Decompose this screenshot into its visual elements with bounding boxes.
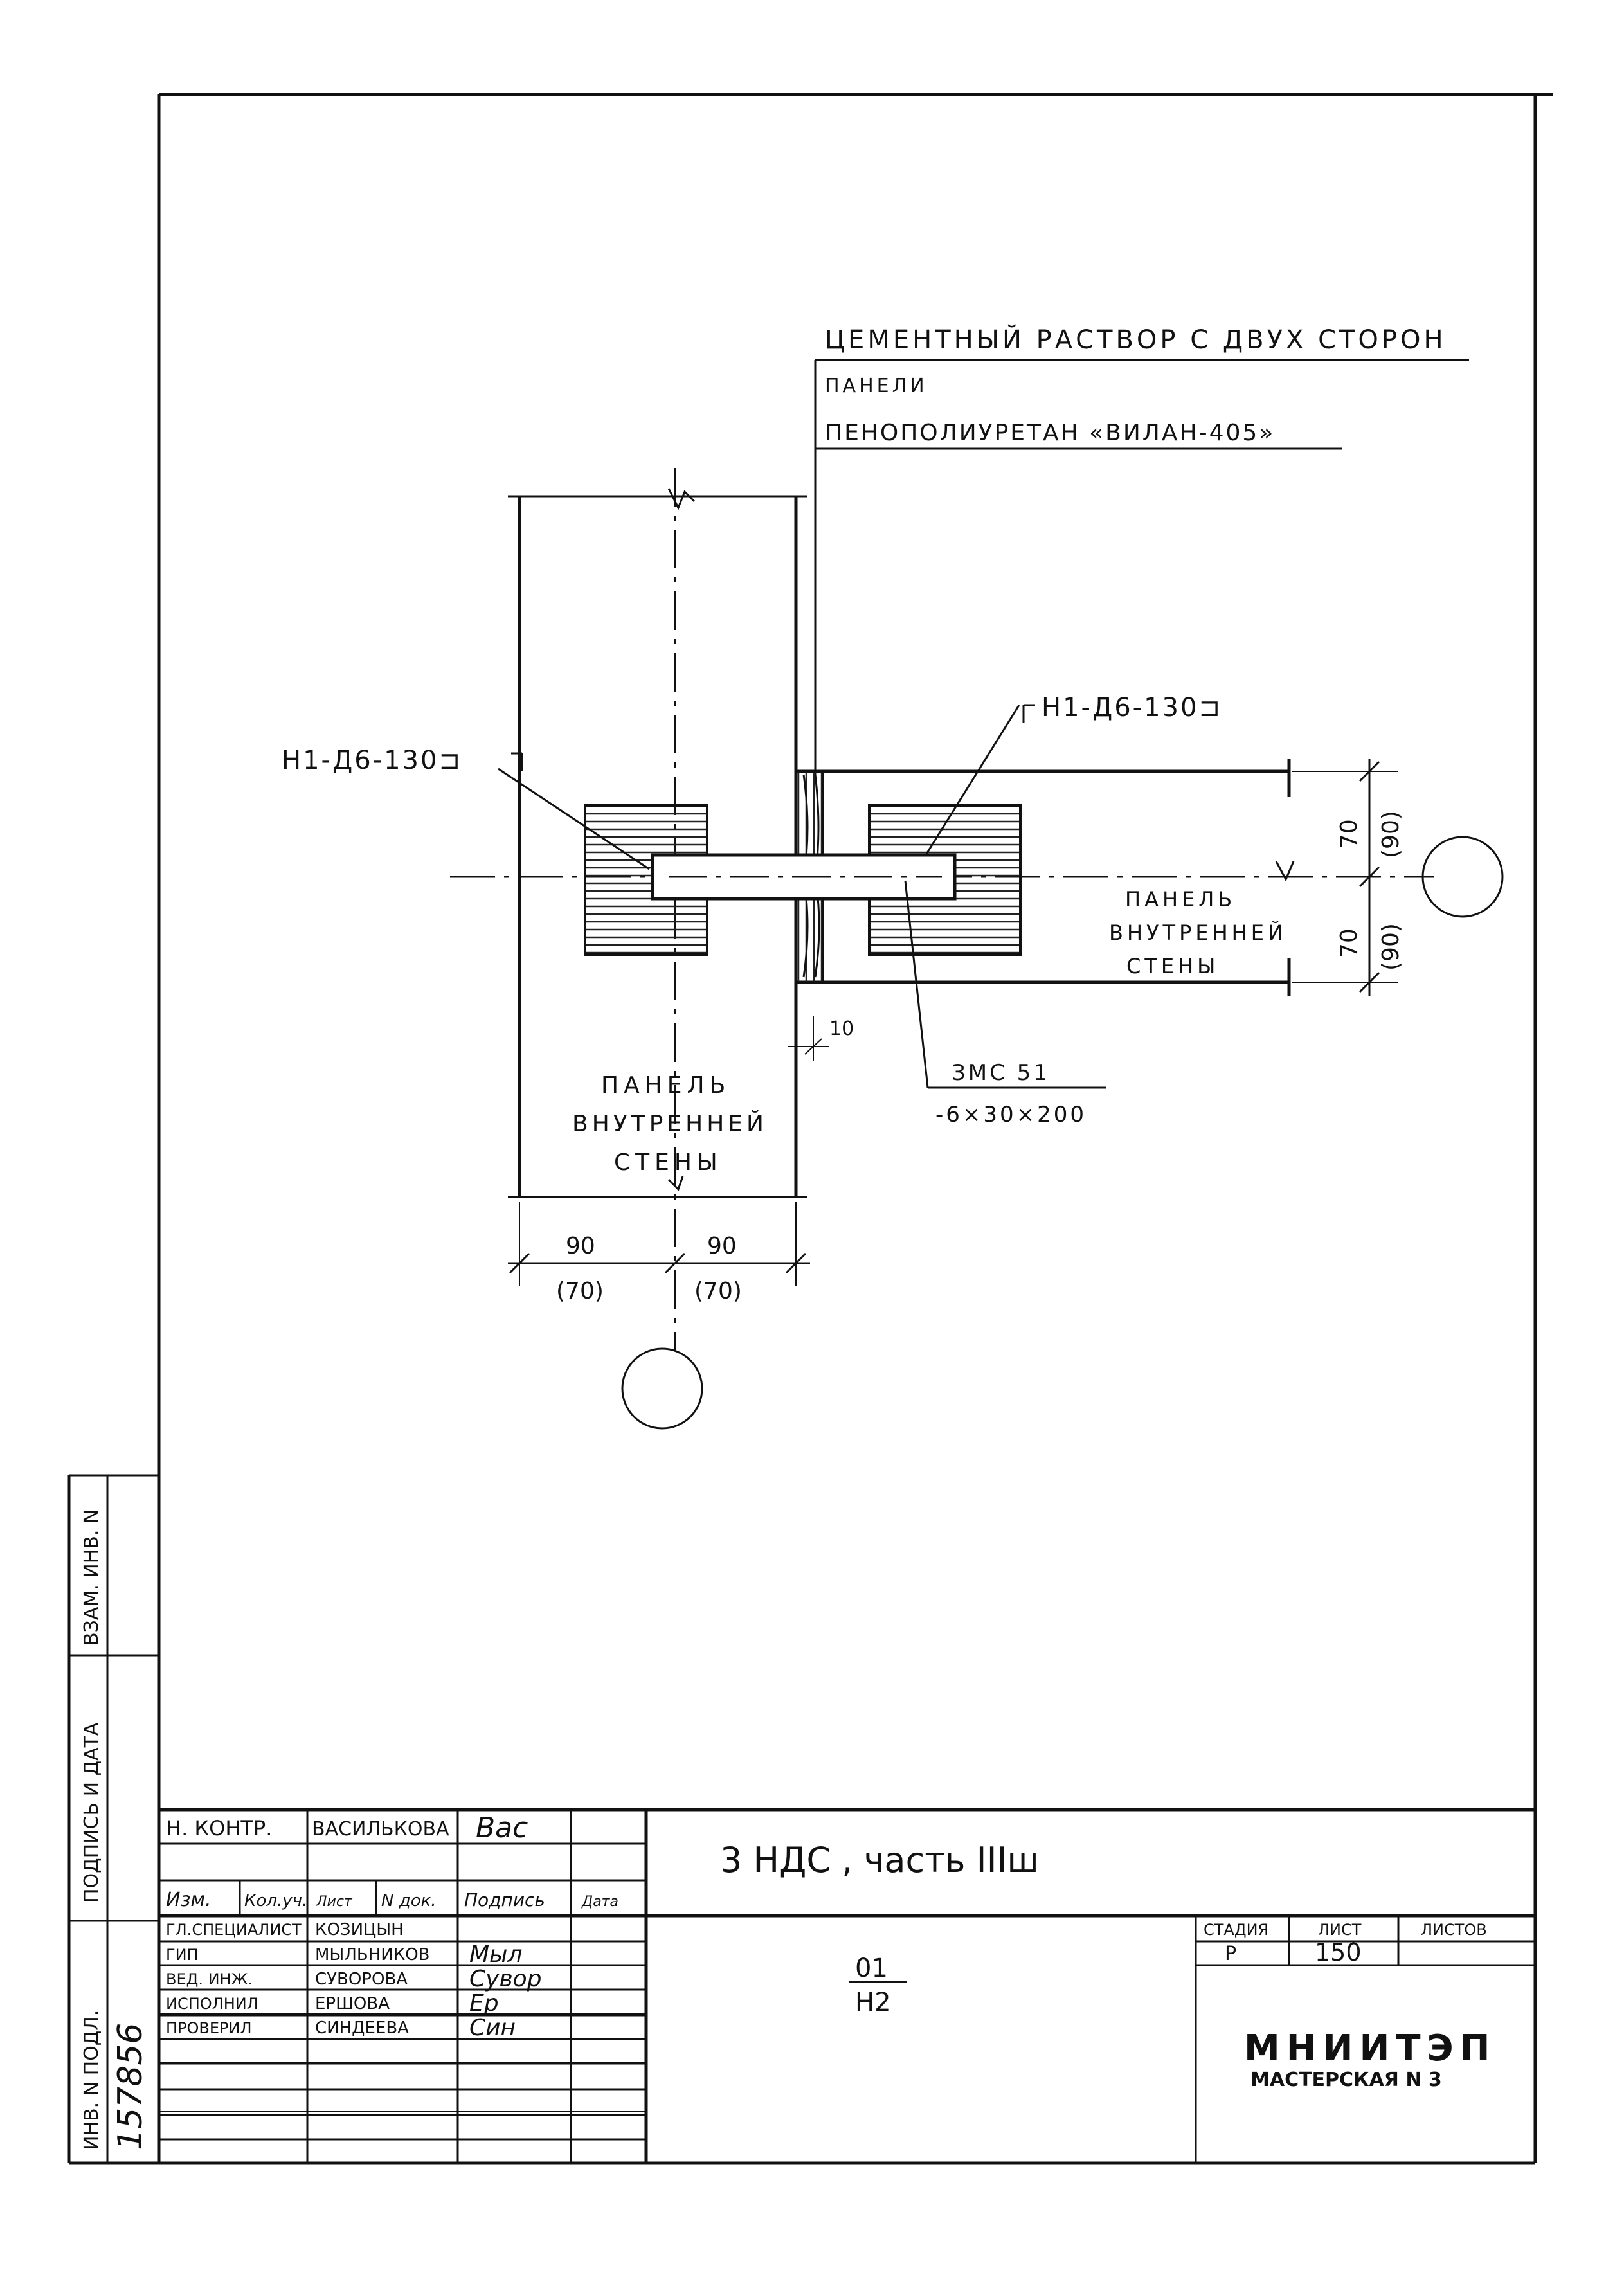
panel-right-line1: ПАНЕЛЬ: [1125, 887, 1236, 912]
side-stamp-inv-orig: ИНВ. N ПОДЛ.: [80, 2010, 103, 2150]
axis-marker-right: [1421, 836, 1504, 918]
dim-right-bottom-alt: (90): [1378, 923, 1404, 971]
staff-name-2: СУВОРОВА: [315, 1970, 408, 1989]
title-block-grid: [159, 1808, 1535, 2163]
node-number: 01: [855, 1954, 888, 1983]
panel-label-right: ПАНЕЛЬ ВНУТРЕННЕЙ СТЕНЫ: [1109, 887, 1287, 978]
callout-leaders: [814, 359, 1469, 781]
staff-sign-3: Ер: [469, 1990, 499, 2017]
panel-label-bottom: ПАНЕЛЬ ВНУТРЕННЕЙ СТЕНЫ: [572, 1072, 768, 1176]
mark-leaders: [498, 704, 1106, 1089]
dim-bottom-left-alt: (70): [556, 1278, 604, 1304]
dim-bottom-left: 90: [566, 1233, 595, 1259]
org-name: МНИИТЭП: [1244, 2028, 1497, 2069]
cement-callout-line2: ПАНЕЛИ: [825, 375, 928, 397]
side-stamp-sign-date: ПОДПИСЬ И ДАТА: [80, 1722, 103, 1903]
panel-bottom-line1: ПАНЕЛЬ: [601, 1072, 730, 1099]
panel-bottom-line2: ВНУТРЕННЕЙ: [572, 1110, 768, 1137]
norm-control-name: ВАСИЛЬКОВА: [312, 1818, 449, 1840]
col-header-count: Кол.уч.: [244, 1891, 307, 1911]
dimension-lines-bottom: [508, 1016, 829, 1286]
col-header-signature: Подпись: [464, 1889, 545, 1911]
foam-callout: ПЕНОПОЛИУРЕТАН «ВИЛАН-405»: [825, 420, 1275, 446]
sheets-label: ЛИСТОВ: [1421, 1921, 1487, 1939]
staff-name-1: МЫЛЬНИКОВ: [315, 1945, 430, 1965]
staff-sign-2: Сувор: [469, 1966, 542, 1992]
dim-right-top-alt: (90): [1378, 811, 1404, 858]
rebar-mark-left: Н1-Д6-130⊐: [282, 746, 462, 775]
axis-marker-bottom: [621, 1347, 703, 1430]
dim-right-top: 70: [1336, 819, 1362, 849]
staff-role-4: ПРОВЕРИЛ: [166, 2019, 252, 2037]
staff-role-3: ИСПОЛНИЛ: [166, 1995, 258, 2013]
staff-name-0: КОЗИЦЫН: [315, 1920, 404, 1939]
sheet-frame: [157, 93, 1553, 2165]
side-stamp-replaced-inv: ВЗАМ. ИНВ. N: [80, 1509, 103, 1646]
dim-bottom-right: 90: [707, 1233, 737, 1259]
stage-value: Р: [1225, 1943, 1236, 1965]
sheet-label: ЛИСТ: [1318, 1921, 1362, 1939]
staff-sign-4: Син: [469, 2015, 516, 2041]
staff-role-0: ГЛ.СПЕЦИАЛИСТ: [166, 1921, 302, 1939]
panel-right-line3: СТЕНЫ: [1126, 954, 1219, 978]
dim-right-bottom: 70: [1336, 928, 1362, 958]
dimension-lines-right: [1292, 759, 1398, 996]
side-stamp: [67, 1474, 159, 2165]
org-workshop: МАСТЕРСКАЯ N 3: [1250, 2069, 1442, 2091]
rebar-mark-right: Н1-Д6-130⊐: [1042, 693, 1222, 723]
dim-bottom-right-alt: (70): [694, 1278, 742, 1304]
col-header-change: Изм.: [166, 1889, 212, 1911]
col-header-doc-no: N док.: [381, 1891, 437, 1911]
project-title: 3 НДС , часть IIIш: [720, 1840, 1039, 1880]
plate-mark: ЗМС 51: [952, 1060, 1050, 1086]
staff-role-2: ВЕД. ИНЖ.: [166, 1970, 253, 1988]
staff-sign-1: Мыл: [469, 1941, 523, 1968]
cement-callout-line1: ЦЕМЕНТНЫЙ РАСТВОР С ДВУХ СТОРОН: [825, 324, 1447, 355]
panel-bottom-line3: СТЕНЫ: [614, 1149, 723, 1176]
sheet-value: 150: [1315, 1938, 1362, 1966]
norm-control-signature: Вас: [476, 1812, 528, 1844]
plate-size: -6×30×200: [935, 1102, 1087, 1128]
col-header-sheet: Лист: [316, 1894, 353, 1910]
staff-name-3: ЕРШОВА: [315, 1994, 390, 2013]
panel-right-line2: ВНУТРЕННЕЙ: [1109, 921, 1287, 945]
side-stamp-inv-number: 157856: [111, 2022, 150, 2150]
staff-role-1: ГИП: [166, 1946, 199, 1964]
dim-gap: 10: [829, 1018, 854, 1040]
steel-plate: [651, 853, 957, 901]
stage-label: СТАДИЯ: [1204, 1921, 1268, 1939]
node-sheet-ref: Н2: [855, 1988, 891, 2017]
col-header-date: Дата: [581, 1894, 618, 1910]
norm-control-label: Н. КОНТР.: [166, 1816, 272, 1840]
staff-name-4: СИНДЕЕВА: [315, 2019, 409, 2038]
